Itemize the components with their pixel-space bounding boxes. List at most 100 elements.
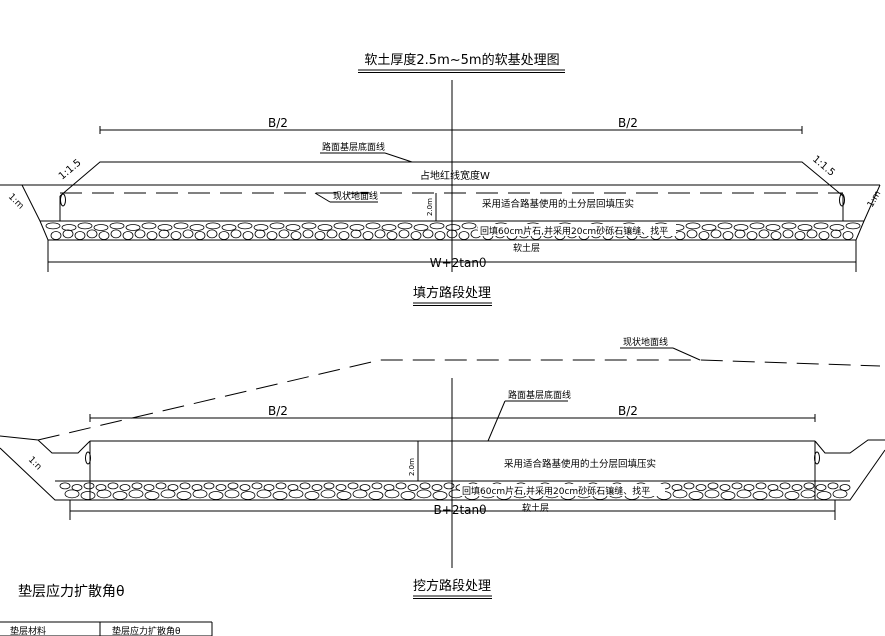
stone-mark bbox=[800, 489, 816, 499]
fill-soft-soil-label: 软土层 bbox=[513, 242, 540, 254]
stone-mark bbox=[338, 231, 350, 240]
stone-mark bbox=[107, 482, 119, 490]
stone-mark bbox=[381, 224, 397, 231]
stone-mark bbox=[179, 482, 191, 490]
stone-mark bbox=[794, 231, 806, 240]
fill-base-line-label: 路面基层底面线 bbox=[322, 141, 385, 153]
stone-mark bbox=[842, 231, 854, 240]
cut-total-width-label: B+2tanθ bbox=[434, 503, 487, 517]
stone-mark bbox=[146, 231, 158, 240]
stone-mark bbox=[144, 491, 160, 500]
stone-mark bbox=[413, 224, 429, 231]
stone-mark bbox=[395, 482, 407, 490]
stone-mark bbox=[119, 484, 131, 491]
fill-half-width-right: B/2 bbox=[618, 116, 638, 130]
fill-total-width-label: W+2tanθ bbox=[430, 256, 487, 270]
stone-mark bbox=[155, 482, 167, 490]
stone-mark bbox=[704, 489, 720, 499]
cut-depth-label: 2.0m bbox=[408, 458, 416, 476]
stone-mark bbox=[458, 231, 470, 240]
stone-mark bbox=[349, 224, 365, 231]
stone-mark bbox=[253, 224, 269, 231]
stone-mark bbox=[815, 484, 827, 491]
stone-mark bbox=[779, 482, 791, 490]
stone-mark bbox=[93, 224, 109, 231]
stone-mark bbox=[839, 484, 851, 491]
stone-mark bbox=[143, 484, 155, 491]
stone-mark bbox=[359, 484, 371, 491]
stone-mark bbox=[429, 222, 445, 230]
stone-mark bbox=[208, 491, 224, 500]
stone-mark bbox=[797, 224, 813, 231]
stone-mark bbox=[50, 231, 62, 240]
stone-mark bbox=[134, 229, 146, 239]
cut-stone-layer bbox=[59, 482, 851, 500]
fill-slope-left: 1:1.5 bbox=[57, 157, 84, 182]
stone-mark bbox=[112, 491, 128, 500]
stone-mark bbox=[242, 231, 254, 240]
stone-mark bbox=[350, 229, 362, 239]
stone-mark bbox=[743, 484, 755, 491]
stone-mark bbox=[304, 491, 320, 500]
stone-mark bbox=[374, 229, 386, 239]
stone-mark bbox=[285, 224, 301, 231]
stone-mark bbox=[386, 231, 398, 240]
stone-mark bbox=[205, 222, 221, 230]
fill-ground-line-label: 现状地面线 bbox=[333, 190, 378, 202]
cut-soft-soil-label: 软土层 bbox=[522, 502, 549, 514]
stone-mark bbox=[237, 222, 253, 230]
stone-mark bbox=[683, 482, 695, 490]
stone-mark bbox=[784, 491, 800, 500]
stone-mark bbox=[62, 229, 74, 239]
stone-mark bbox=[59, 482, 71, 490]
stone-mark bbox=[768, 489, 784, 499]
stone-mark bbox=[176, 491, 192, 500]
fill-section: B/2 B/2 路面基层底面线 占地红线宽度W 现状地面线 1:1.5 1:1.… bbox=[0, 80, 883, 306]
stone-mark bbox=[131, 482, 143, 490]
stone-mark bbox=[254, 229, 266, 239]
stone-mark bbox=[707, 482, 719, 490]
stone-mark bbox=[336, 491, 352, 500]
stone-mark bbox=[301, 222, 317, 230]
stone-mark bbox=[194, 231, 206, 240]
stone-mark bbox=[827, 482, 839, 490]
cut-ground-line bbox=[37, 359, 881, 441]
stone-mark bbox=[278, 229, 290, 239]
stone-mark bbox=[434, 231, 446, 240]
stone-mark bbox=[224, 489, 240, 499]
stone-mark bbox=[256, 489, 272, 499]
stone-mark bbox=[227, 482, 239, 490]
stone-mark bbox=[299, 482, 311, 490]
stone-mark bbox=[731, 482, 743, 490]
stone-mark bbox=[758, 229, 770, 239]
stone-mark bbox=[830, 229, 842, 239]
cut-section: 现状地面线 B/2 B/2 路面基层底面线 1:n 2.0m 采用 bbox=[0, 336, 885, 599]
stone-mark bbox=[770, 231, 782, 240]
stone-mark bbox=[182, 229, 194, 239]
stone-mark bbox=[61, 224, 77, 231]
drawing-title: 软土厚度2.5m~5m的软基处理图 bbox=[364, 52, 559, 68]
spread-angle-table: 垫层应力扩散角θ 垫层材料 垫层应力扩散角θ bbox=[0, 583, 213, 636]
fill-stone-label: 回填60cm片石,并采用20cm砂砾石镶缝、找平 bbox=[480, 225, 668, 237]
stone-mark bbox=[80, 491, 96, 500]
stone-mark bbox=[218, 231, 230, 240]
stone-mark bbox=[272, 491, 288, 500]
stone-mark bbox=[749, 222, 765, 230]
stone-mark bbox=[845, 222, 861, 230]
stone-mark bbox=[302, 229, 314, 239]
cut-half-width-left: B/2 bbox=[268, 404, 288, 418]
stone-mark bbox=[686, 229, 698, 239]
stone-mark bbox=[365, 222, 381, 230]
fill-caption: 填方路段处理 bbox=[413, 285, 491, 301]
stone-mark bbox=[64, 489, 80, 499]
stone-mark bbox=[110, 229, 122, 239]
stone-mark bbox=[685, 222, 701, 230]
stone-mark bbox=[323, 482, 335, 490]
cut-base-line-label: 路面基层底面线 bbox=[508, 389, 571, 401]
stone-mark bbox=[290, 231, 302, 240]
fill-stone-layer bbox=[45, 222, 861, 240]
stone-mark bbox=[829, 224, 845, 231]
stone-mark bbox=[384, 489, 400, 499]
stone-mark bbox=[422, 229, 434, 239]
